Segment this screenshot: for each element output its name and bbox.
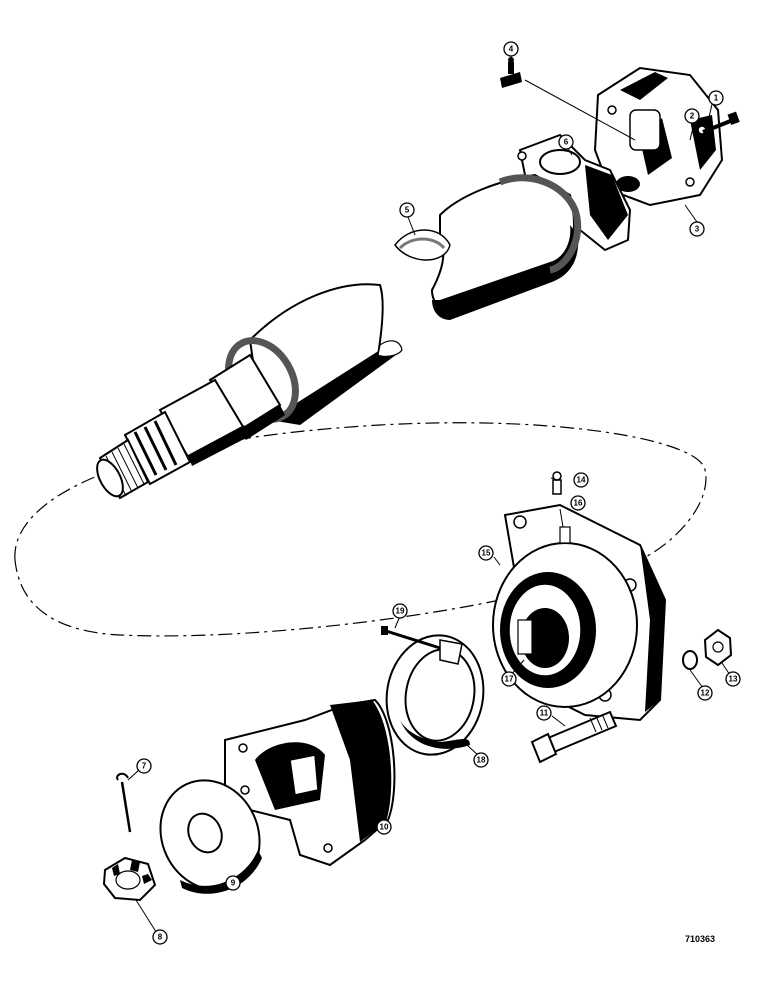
figure-id: 710363 — [685, 934, 715, 944]
flange-bearing-housing — [492, 503, 667, 722]
callout-10: 10 — [376, 819, 392, 835]
callout-4: 4 — [503, 41, 519, 57]
svg-text:6: 6 — [564, 138, 569, 147]
callout-18: 18 — [473, 752, 489, 768]
callout-17: 17 — [501, 671, 517, 687]
universal-joint-yoke — [593, 66, 724, 207]
callout-8: 8 — [152, 929, 168, 945]
callout-15: 15 — [478, 545, 494, 561]
svg-text:14: 14 — [577, 476, 586, 485]
castle-nut — [102, 856, 157, 902]
callout-12: 12 — [697, 685, 713, 701]
svg-text:7: 7 — [142, 762, 147, 771]
svg-text:15: 15 — [482, 549, 491, 558]
drive-tube-upper — [394, 173, 582, 320]
callout-9: 9 — [225, 875, 241, 891]
svg-text:19: 19 — [396, 607, 405, 616]
drive-hub-yoke — [224, 698, 396, 867]
svg-text:12: 12 — [701, 689, 710, 698]
svg-text:13: 13 — [729, 675, 738, 684]
svg-text:3: 3 — [695, 225, 700, 234]
callout-5: 5 — [399, 202, 415, 218]
cotter-pin — [116, 772, 132, 833]
svg-text:18: 18 — [477, 756, 486, 765]
grease-fitting-top — [500, 57, 522, 88]
callout-16: 16 — [570, 495, 586, 511]
svg-text:16: 16 — [574, 499, 583, 508]
svg-text:2: 2 — [690, 112, 695, 121]
grease-fitting-bearing — [552, 471, 562, 495]
svg-text:1: 1 — [714, 94, 719, 103]
callout-2: 2 — [684, 108, 700, 124]
callout-1: 1 — [708, 90, 724, 106]
callout-14: 14 — [573, 472, 589, 488]
callout-3: 3 — [689, 221, 705, 237]
callout-19: 19 — [392, 603, 408, 619]
callout-11: 11 — [536, 705, 552, 721]
callout-13: 13 — [725, 671, 741, 687]
mounting-bolt — [530, 710, 618, 764]
svg-text:10: 10 — [380, 823, 389, 832]
drive-shaft-lower — [96, 283, 403, 500]
svg-text:4: 4 — [509, 45, 514, 54]
svg-text:17: 17 — [505, 675, 514, 684]
clamp-screw — [381, 626, 441, 650]
hex-nut — [703, 628, 733, 667]
callout-6: 6 — [558, 134, 574, 150]
slip-yoke — [517, 133, 632, 252]
svg-text:9: 9 — [231, 879, 236, 888]
svg-text:11: 11 — [540, 709, 549, 718]
clamp-collar — [385, 634, 485, 756]
lock-washer — [682, 650, 698, 670]
flat-washer — [159, 779, 262, 894]
svg-text:8: 8 — [158, 933, 163, 942]
callout-7: 7 — [136, 758, 152, 774]
svg-text:5: 5 — [405, 206, 410, 215]
yoke-bolt — [702, 111, 740, 134]
